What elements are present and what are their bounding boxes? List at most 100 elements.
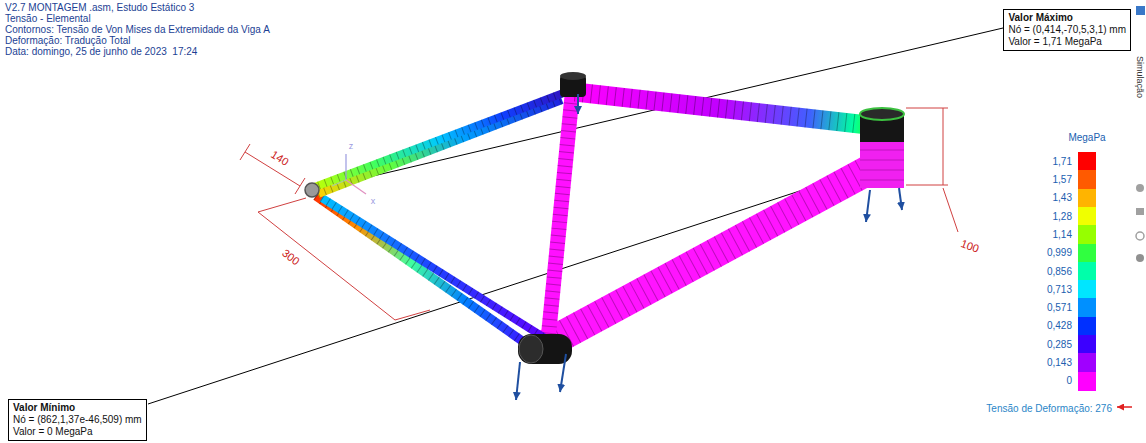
head-tube <box>860 108 904 120</box>
legend-swatch <box>1078 335 1096 354</box>
legend-swatch <box>1078 317 1096 336</box>
frame-tube <box>322 198 548 340</box>
scale-note: Tensão de Deformação: 276 <box>986 403 1112 414</box>
legend-value: 1,14 <box>1053 229 1072 240</box>
axis-triad <box>332 154 366 194</box>
bottom-bracket <box>518 334 572 364</box>
legend-value: 0,143 <box>1047 357 1072 368</box>
box-heading: Valor Máximo <box>1008 12 1126 24</box>
dimension-line <box>240 144 250 160</box>
legend-swatch <box>1078 244 1096 263</box>
frame-tube <box>575 92 868 125</box>
toolbar-label: Simulação <box>1135 56 1145 98</box>
frame-tube <box>575 92 868 125</box>
header-line: Contornos: Tensão de Von Mises da Extrem… <box>5 24 270 35</box>
toolbar-icon <box>1136 232 1144 240</box>
legend-swatch <box>1078 353 1096 372</box>
legend-swatch <box>1078 280 1096 299</box>
load-arrow <box>577 94 579 114</box>
scale-marker <box>1117 406 1132 408</box>
frame-tube <box>312 92 566 188</box>
header-line: Data: domingo, 25 de junho de 2023 17:24 <box>5 46 197 57</box>
dimension-text: 140 <box>269 148 291 168</box>
toolbar-icon <box>1136 6 1145 15</box>
seat-cluster <box>560 72 586 80</box>
dimension-line <box>943 108 944 185</box>
legend-swatch <box>1078 170 1096 189</box>
box-heading: Valor Mínimo <box>13 402 142 414</box>
box-value: Nó = (0,414,-70,5,3,1) mm <box>1008 24 1126 36</box>
legend-swatch <box>1078 207 1096 226</box>
axis-triad <box>345 154 346 180</box>
legend-value: 0 <box>1066 375 1072 386</box>
rear-dropout <box>305 183 319 197</box>
frame-tube <box>318 100 562 194</box>
header-line: Tensão - Elemental <box>5 13 91 24</box>
header-line: Deformação: Tradução Total <box>5 35 130 46</box>
legend-swatch <box>1078 225 1096 244</box>
legend-title: MegaPa <box>1068 132 1105 143</box>
box-value: Valor = 0 MegaPa <box>13 426 142 438</box>
axis-label: x <box>371 196 376 206</box>
legend-value: 0,571 <box>1047 302 1072 313</box>
frame-tube <box>312 92 878 345</box>
legend-swatch <box>1078 372 1096 391</box>
dimension-text: 300 <box>280 247 302 268</box>
legend-value: 0,285 <box>1047 339 1072 350</box>
scale-marker <box>1117 406 1132 408</box>
legend-swatch <box>1078 298 1096 317</box>
dimension-line <box>258 198 306 212</box>
probe-line <box>148 28 1003 404</box>
frame-tube <box>545 165 878 345</box>
seat-cluster <box>560 72 586 97</box>
load-arrow <box>516 94 902 400</box>
load-arrow <box>899 188 902 210</box>
box-value: Nó = (862,1,37e-46,509) mm <box>13 414 142 426</box>
axis-triad <box>346 180 366 194</box>
frame-tube <box>318 100 562 194</box>
legend-value: 1,57 <box>1053 174 1072 185</box>
probe-line <box>322 28 1003 188</box>
load-arrow <box>516 362 520 400</box>
legend-swatch <box>1078 152 1096 171</box>
bottom-bracket <box>518 334 572 364</box>
legend-swatch <box>1078 262 1096 281</box>
head-tube <box>860 140 904 180</box>
frame-tube <box>322 198 548 340</box>
study-title: V2.7 MONTAGEM .asm, Estudo Estático 3 <box>5 2 194 13</box>
value-box: Valor MáximoNó = (0,414,-70,5,3,1) mmVal… <box>1003 9 1131 51</box>
value-box: Valor MínimoNó = (862,1,37e-46,509) mmVa… <box>8 399 147 441</box>
rear-dropout <box>305 183 319 197</box>
frame-tube <box>548 96 572 340</box>
bottom-bracket <box>519 335 543 363</box>
dimension-line <box>906 185 948 186</box>
legend-swatch <box>1078 189 1096 208</box>
dimension-text: 100 <box>959 237 980 255</box>
toolbar-icon <box>1136 184 1144 192</box>
toolbar-icon <box>1136 6 1145 262</box>
legend-value: 0,999 <box>1047 247 1072 258</box>
frame-tube <box>312 92 566 188</box>
dimension-line <box>395 310 430 320</box>
axis-triad <box>332 180 346 186</box>
head-tube <box>860 108 904 188</box>
legend-value: 0,713 <box>1047 284 1072 295</box>
legend-value: 1,71 <box>1053 156 1072 167</box>
legend-value: 1,28 <box>1053 211 1072 222</box>
frame-tube <box>548 96 572 340</box>
probe-line <box>148 168 870 404</box>
frame-tube <box>545 165 878 345</box>
legend-value: 0,856 <box>1047 266 1072 277</box>
dimension-line <box>943 188 958 232</box>
toolbar-icon <box>1136 208 1144 215</box>
legend-value: 1,43 <box>1053 192 1072 203</box>
load-arrow <box>866 190 870 222</box>
dimension-line <box>295 178 305 194</box>
toolbar-icon <box>1136 254 1144 262</box>
axis-label: z <box>349 141 354 151</box>
box-value: Valor = 1,71 MegaPa <box>1008 36 1126 48</box>
load-arrow <box>560 354 566 392</box>
